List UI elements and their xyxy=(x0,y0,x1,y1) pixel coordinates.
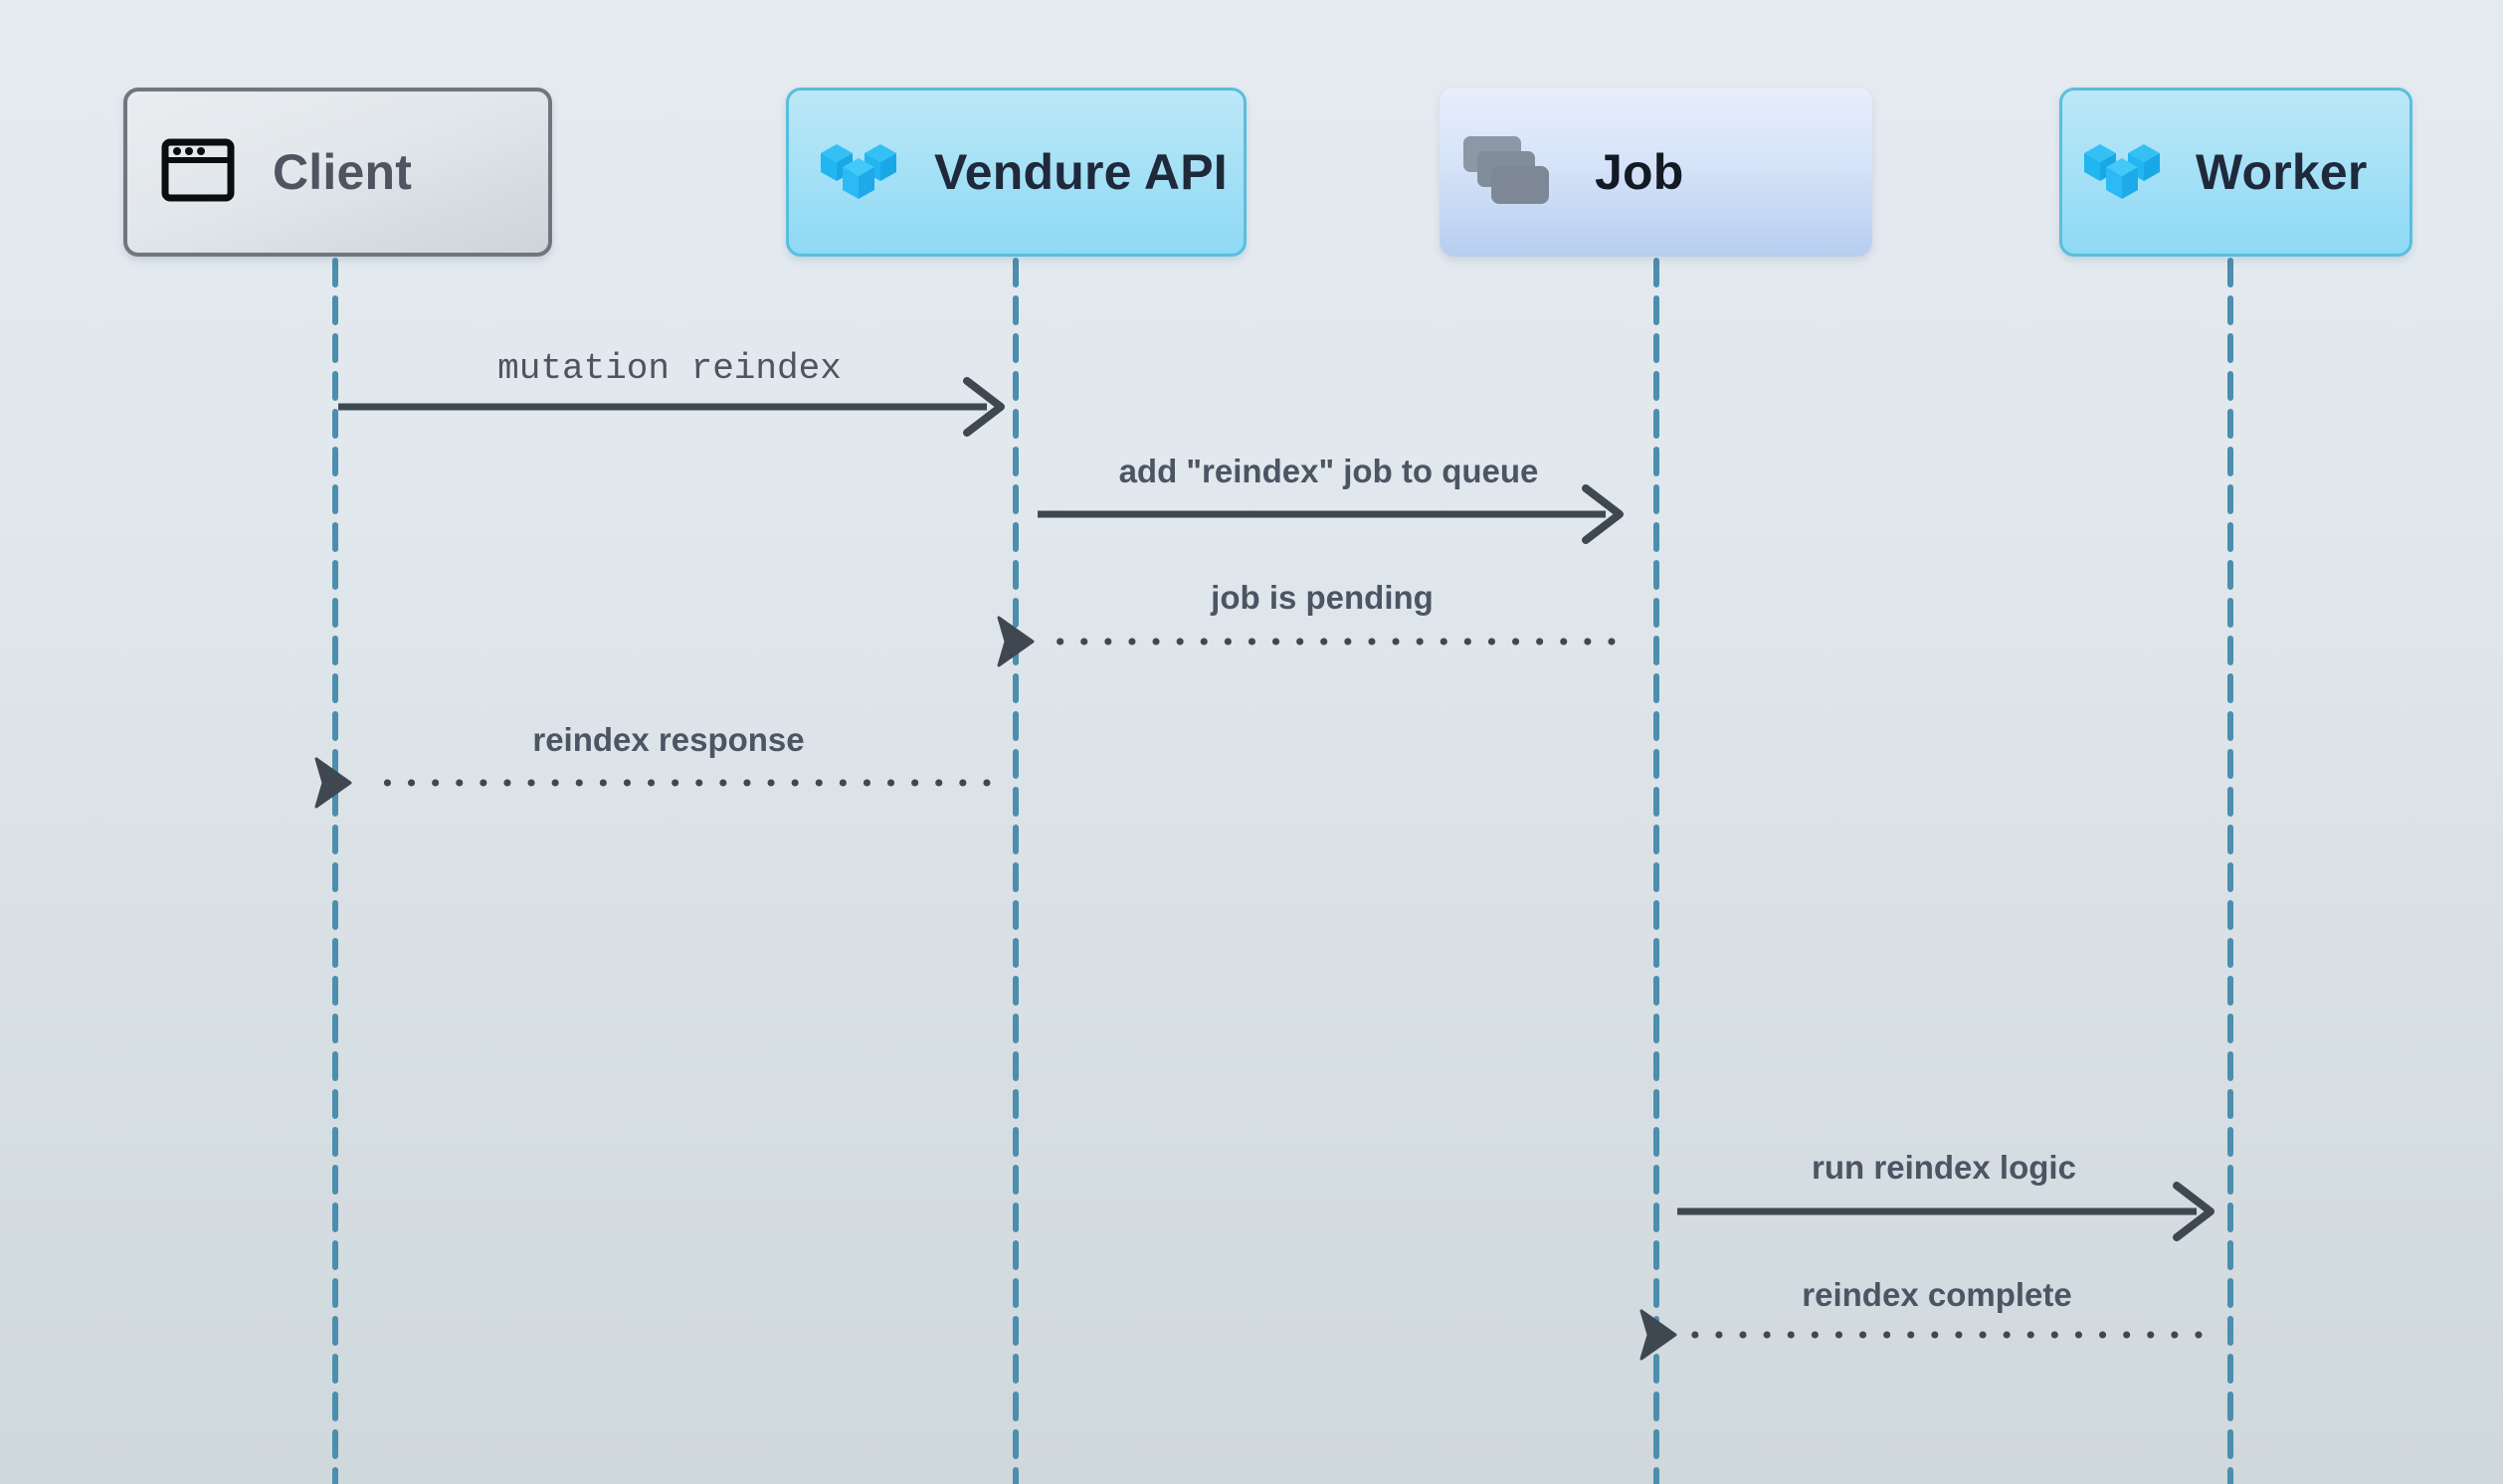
participant-label-vendure-api: Vendure API xyxy=(934,144,1228,200)
participant-vendure-api[interactable]: Vendure API xyxy=(786,88,1247,257)
message-label-m3: job is pending xyxy=(1211,579,1434,616)
message-label-m1: mutation reindex xyxy=(497,348,842,389)
vendure-cubes-icon xyxy=(2082,135,2162,210)
message-label-m6: reindex complete xyxy=(1802,1276,2072,1313)
vendure-cubes-icon xyxy=(819,135,898,210)
stacked-cards-icon xyxy=(1461,134,1553,211)
participant-label-client: Client xyxy=(273,144,413,200)
message-arrow-group xyxy=(314,377,2214,1361)
browser-window-icon xyxy=(161,138,235,207)
message-label-m2: add "reindex" job to queue xyxy=(1118,453,1539,489)
participant-client[interactable]: Client xyxy=(123,88,552,257)
participant-worker[interactable]: Worker xyxy=(2059,88,2412,257)
message-arrowhead-m3 xyxy=(997,616,1035,667)
message-arrowhead-m6 xyxy=(1639,1309,1677,1361)
message-arrowhead-m1 xyxy=(963,377,1005,437)
message-arrowhead-m4 xyxy=(314,757,352,809)
participant-label-job: Job xyxy=(1595,144,1684,200)
lifeline-group xyxy=(332,258,2233,1484)
participant-label-worker: Worker xyxy=(2196,144,2368,200)
message-arrowhead-m5 xyxy=(2173,1182,2214,1241)
message-arrowhead-m2 xyxy=(1582,484,1624,544)
message-label-m4: reindex response xyxy=(532,721,805,758)
participant-job[interactable]: Job xyxy=(1440,88,1872,257)
message-label-m5: run reindex logic xyxy=(1812,1149,2076,1186)
